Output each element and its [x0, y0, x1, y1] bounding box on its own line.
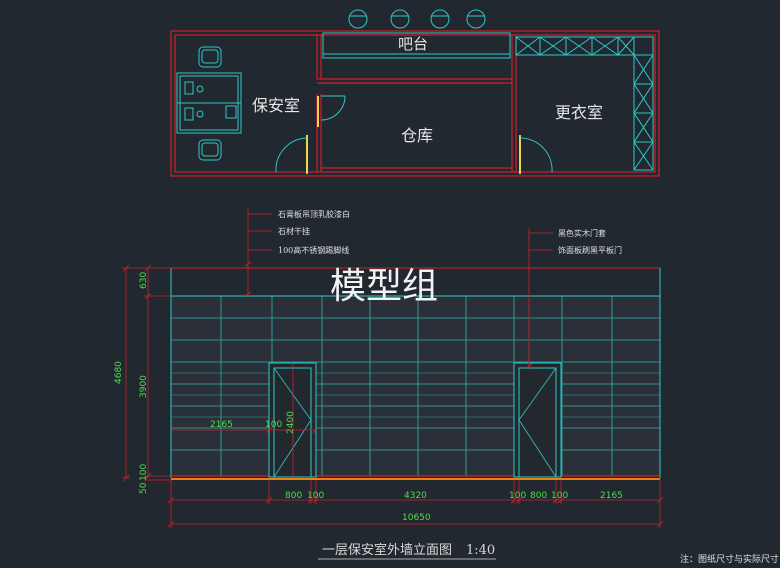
room-label-locker: 更衣室 [555, 103, 603, 122]
drawing-scale: 1:40 [466, 543, 495, 558]
note-ceiling: 石膏板吊顶乳胶漆白 [278, 209, 350, 219]
dim-chain-bottom [167, 480, 664, 528]
dim-100-right-b: 100 [551, 491, 568, 501]
plan-doors [275, 95, 553, 174]
dim-4320: 4320 [404, 491, 427, 501]
dim-2165-inner: 2165 [210, 420, 233, 430]
elevation: 石膏板吊顶乳胶漆白 石材干挂 100高不锈钢踢脚线 黑色实木门套 饰面板刷黑平板… [114, 208, 779, 565]
note-door-frame: 黑色实木门套 [558, 228, 606, 238]
room-label-bar: 吧台 [398, 35, 428, 53]
note-stone: 石材干挂 [278, 226, 310, 236]
dim-2400: 2400 [286, 411, 296, 434]
dim-630: 630 [139, 272, 149, 289]
plan-walls [170, 30, 660, 177]
leader-lines [247, 208, 553, 370]
room-label-storage: 仓库 [401, 126, 433, 145]
dim-inner [171, 363, 320, 477]
locker-shelves [515, 36, 654, 171]
dim-800-left: 800 [285, 491, 302, 501]
door-right [513, 362, 562, 478]
dim-100: 100 [139, 464, 149, 481]
dim-total: 10650 [402, 513, 431, 523]
floor-plan: 吧台 保安室 仓库 更衣室 [170, 9, 660, 177]
dim-100-left: 100 [307, 491, 324, 501]
bar-counter [322, 32, 511, 59]
dim-100-right-a: 100 [509, 491, 526, 501]
watermark: 模型组 [330, 266, 438, 307]
stone-wall [171, 296, 660, 476]
bar-stools [348, 9, 486, 29]
room-label-security: 保安室 [252, 96, 300, 115]
note-door-panel: 饰面板刷黑平板门 [558, 245, 622, 255]
dim-800-right: 800 [530, 491, 547, 501]
dim-2165-bottom: 2165 [600, 491, 623, 501]
security-desk [176, 46, 242, 161]
dim-50: 50 [139, 482, 149, 494]
dim-chain-left [122, 264, 171, 482]
footnote: 注：图纸尺寸与实际尺寸 [680, 553, 779, 565]
drawing-title: 一层保安室外墙立面图 [322, 542, 452, 558]
leader-ticks [244, 261, 533, 369]
dim-100-inner: 100 [265, 420, 282, 430]
dim-4680: 4680 [114, 361, 124, 384]
door-left [268, 362, 317, 478]
dim-3900: 3900 [139, 375, 149, 398]
note-baseboard: 100高不锈钢踢脚线 [278, 245, 349, 255]
